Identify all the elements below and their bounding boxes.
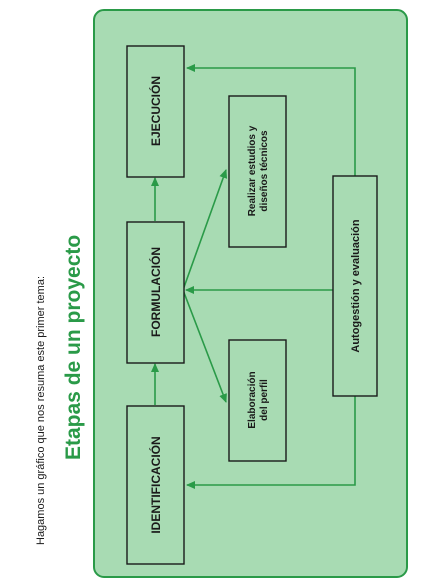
box-autogestion: Autogestión y evaluación [332,175,378,397]
arrow-formulacion-estudios [182,169,228,291]
label-elaboracion-line2: del perfil [259,379,270,421]
label-estudios-line1: Realizar estudios y [247,125,258,216]
connectors [151,64,356,489]
arrow-autogestion-ejecucion [186,64,356,176]
box-elaboracion-perfil: Elaboración del perfil [228,339,287,462]
label-identificacion: IDENTIFICACIÓN [148,436,163,533]
label-autogestion: Autogestión y evaluación [350,219,362,353]
box-identificacion: IDENTIFICACIÓN [126,405,185,565]
arrow-autogestion-identificacion [186,396,356,489]
label-estudios-line2: diseños técnicos [259,130,270,212]
arrow-formulacion-elaboracion [182,289,227,403]
diagram-title: Etapas de un proyecto [62,235,85,460]
box-formulacion: FORMULACIÓN [126,221,185,364]
intro-text: Hagamos un gráfico que nos resuma este p… [35,276,47,545]
label-ejecucion: EJECUCIÓN [148,76,163,146]
label-formulacion: FORMULACIÓN [148,247,163,337]
box-ejecucion: EJECUCIÓN [126,45,185,178]
label-elaboracion-line1: Elaboración [247,371,258,428]
box-estudios-disenos: Realizar estudios y diseños técnicos [228,95,287,248]
